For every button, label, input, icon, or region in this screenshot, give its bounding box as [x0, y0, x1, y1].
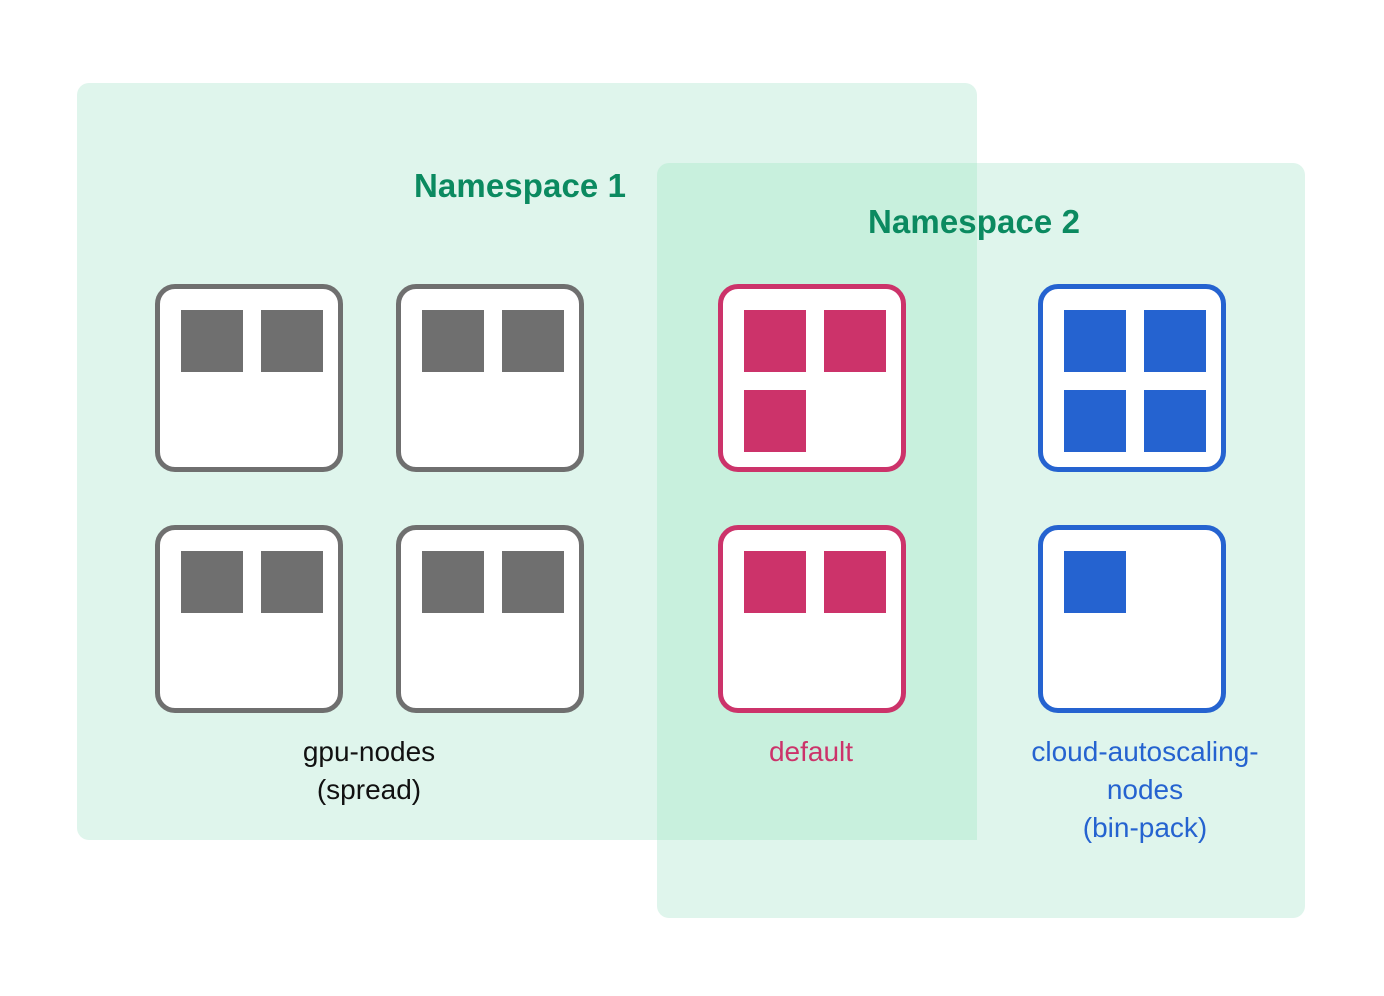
- pod[interactable]: [744, 310, 806, 372]
- pod-slot-empty: [824, 390, 886, 452]
- pod-slot-empty: [261, 631, 323, 693]
- pod-grid: [744, 551, 886, 693]
- node-box[interactable]: [396, 284, 584, 472]
- pod[interactable]: [824, 551, 886, 613]
- pod[interactable]: [261, 310, 323, 372]
- pod-grid: [1064, 551, 1206, 693]
- pod[interactable]: [1064, 551, 1126, 613]
- node-box[interactable]: [1038, 284, 1226, 472]
- pod-slot-empty: [181, 631, 243, 693]
- node-box[interactable]: [155, 525, 343, 713]
- node-box[interactable]: [1038, 525, 1226, 713]
- pod[interactable]: [422, 310, 484, 372]
- node-pool-label-default: default: [768, 736, 854, 767]
- pod-grid: [422, 551, 564, 693]
- pod[interactable]: [824, 310, 886, 372]
- pod-slot-empty: [744, 631, 806, 693]
- pod[interactable]: [502, 310, 564, 372]
- node-box[interactable]: [155, 284, 343, 472]
- pod-slot-empty: [1064, 631, 1126, 693]
- pod[interactable]: [181, 310, 243, 372]
- pod-slot-empty: [502, 390, 564, 452]
- pod[interactable]: [502, 551, 564, 613]
- pod-slot-empty: [422, 390, 484, 452]
- pod[interactable]: [744, 390, 806, 452]
- node-box[interactable]: [718, 525, 906, 713]
- pod[interactable]: [744, 551, 806, 613]
- pod-slot-empty: [1144, 551, 1206, 613]
- pod[interactable]: [261, 551, 323, 613]
- pod-slot-empty: [824, 631, 886, 693]
- namespace-1-label: Namespace 1: [414, 167, 627, 204]
- pod-grid: [744, 310, 886, 452]
- namespace-2-label: Namespace 2: [868, 203, 1081, 240]
- node-box[interactable]: [396, 525, 584, 713]
- pod-grid: [422, 310, 564, 452]
- pod-slot-empty: [422, 631, 484, 693]
- pod[interactable]: [1064, 310, 1126, 372]
- pod-grid: [181, 551, 323, 693]
- node-pool-label-gpu-nodes: gpu-nodes (spread): [302, 736, 436, 805]
- pod[interactable]: [422, 551, 484, 613]
- pod-grid: [1064, 310, 1206, 452]
- pod-grid: [181, 310, 323, 452]
- pod-slot-empty: [502, 631, 564, 693]
- pod[interactable]: [181, 551, 243, 613]
- pod-slot-empty: [1144, 631, 1206, 693]
- pod-slot-empty: [261, 390, 323, 452]
- pod[interactable]: [1064, 390, 1126, 452]
- node-pool-label-cloud-autoscaling-nodes: cloud-autoscaling- nodes (bin-pack): [1031, 736, 1259, 843]
- pod-slot-empty: [181, 390, 243, 452]
- namespace-overlap-region: [657, 163, 977, 840]
- pod[interactable]: [1144, 390, 1206, 452]
- pod[interactable]: [1144, 310, 1206, 372]
- node-box[interactable]: [718, 284, 906, 472]
